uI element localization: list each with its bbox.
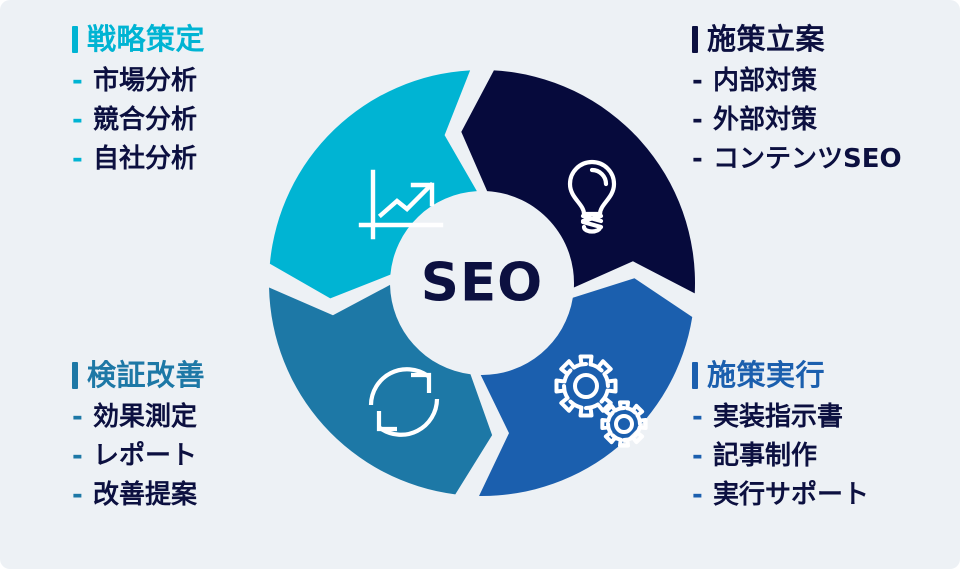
list-item: - コンテンツSEO [692, 143, 957, 174]
center-label-seo: SEO [421, 253, 543, 314]
title-accent-bar-icon [692, 362, 698, 390]
list-item-label: 市場分析 [93, 66, 198, 97]
list-item-label: 内部対策 [713, 66, 818, 97]
list-dash-icon: - [692, 104, 703, 135]
list-dash-icon: - [692, 402, 703, 433]
list-dash-icon: - [692, 66, 703, 97]
section-title-text: 施策立案 [707, 22, 826, 56]
list-item-label: コンテンツSEO [713, 143, 902, 174]
section-measure-planning: 施策立案 - 内部対策 - 外部対策 - コンテンツSEO [692, 22, 957, 173]
section-strategy-planning: 戦略策定 - 市場分析 - 競合分析 - 自社分析 [72, 22, 322, 173]
list-item: - 効果測定 [72, 403, 322, 432]
section-title-verify-improve: 検証改善 [72, 358, 322, 393]
list-dash-icon: - [72, 143, 83, 174]
list-item: - 記事制作 [692, 442, 957, 471]
section-measure-execution: 施策実行 - 実装指示書 - 記事制作 - 実行サポート [692, 358, 957, 509]
title-accent-bar-icon [72, 26, 78, 54]
list-dash-icon: - [72, 479, 83, 510]
list-item-label: 改善提案 [93, 479, 198, 510]
list-item: - 自社分析 [72, 143, 322, 174]
list-item: - 外部対策 [692, 106, 957, 135]
list-item-label: 外部対策 [713, 104, 818, 135]
list-item-label: 競合分析 [93, 104, 198, 135]
section-title-text: 戦略策定 [87, 22, 206, 56]
growth-chart-icon [358, 169, 444, 240]
section-title-text: 施策実行 [707, 358, 826, 392]
list-dash-icon: - [692, 440, 703, 471]
gears-icon [554, 354, 648, 448]
section-title-strategy-planning: 戦略策定 [72, 22, 322, 57]
section-title-text: 検証改善 [87, 358, 206, 392]
list-item-label: 実装指示書 [713, 402, 844, 433]
list-item-label: レポート [93, 440, 198, 471]
list-dash-icon: - [692, 479, 703, 510]
list-dash-icon: - [72, 402, 83, 433]
list-item-label: 自社分析 [93, 143, 198, 174]
list-item-label: 記事制作 [713, 440, 818, 471]
donut-segments [269, 70, 696, 497]
list-dash-icon: - [72, 104, 83, 135]
title-accent-bar-icon [72, 362, 78, 390]
list-item: - 改善提案 [72, 479, 322, 510]
list-item: - 実行サポート [692, 479, 957, 510]
section-verify-improve: 検証改善 - 効果測定 - レポート - 改善提案 [72, 358, 322, 509]
segment-measure-planning[interactable] [461, 70, 696, 294]
lightbulb-icon [567, 159, 617, 234]
section-title-measure-execution: 施策実行 [692, 358, 957, 393]
segment-measure-execution[interactable] [479, 278, 693, 497]
list-item: - 競合分析 [72, 106, 322, 135]
refresh-cycle-icon [368, 367, 440, 437]
list-dash-icon: - [72, 66, 83, 97]
segment-verify-improve[interactable] [269, 284, 493, 495]
list-item-label: 実行サポート [713, 479, 870, 510]
title-accent-bar-icon [692, 26, 698, 54]
list-dash-icon: - [72, 440, 83, 471]
list-item: - 市場分析 [72, 67, 322, 96]
section-title-measure-planning: 施策立案 [692, 22, 957, 57]
list-item: - 実装指示書 [692, 403, 957, 432]
list-item: - 内部対策 [692, 67, 957, 96]
list-dash-icon: - [692, 143, 703, 174]
list-item: - レポート [72, 442, 322, 471]
list-item-label: 効果測定 [93, 402, 198, 433]
center-hub [393, 194, 571, 372]
seo-cycle-donut-chart: SEO [262, 60, 706, 510]
